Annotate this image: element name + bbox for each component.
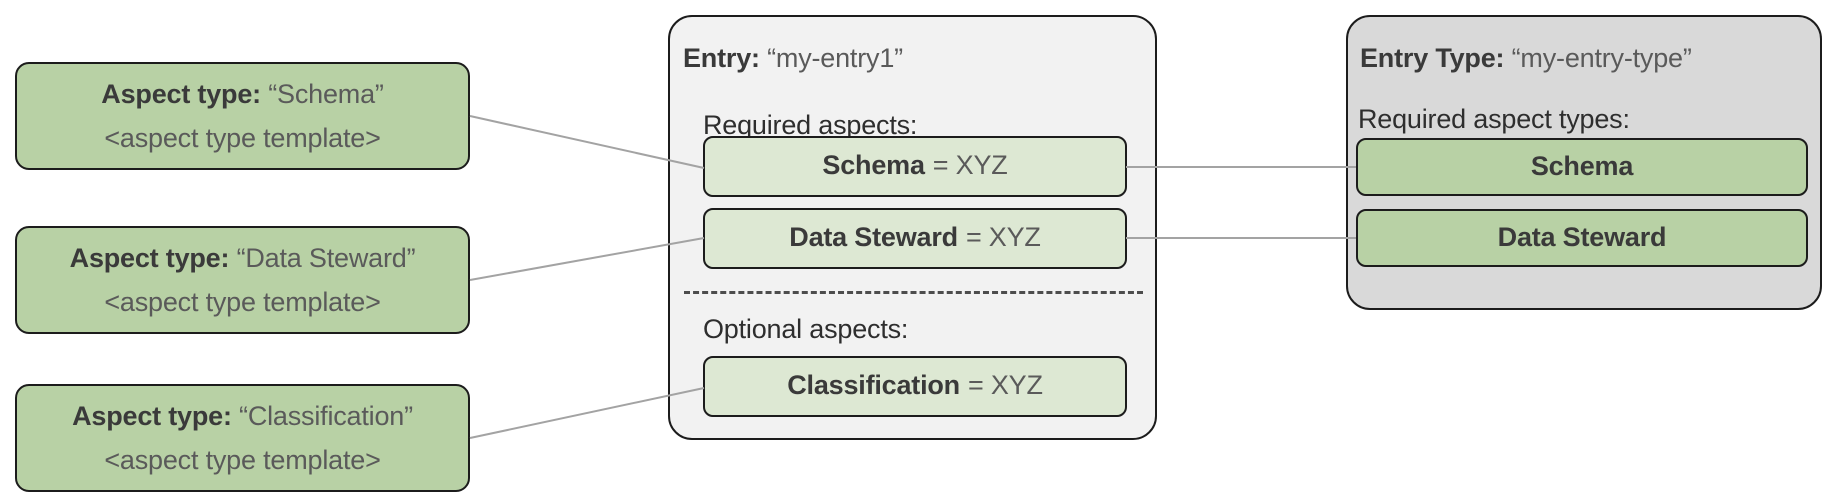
aspect-name: Classification [787, 370, 960, 400]
aspect-name: Data Steward [789, 222, 958, 252]
aspect-type-template: <aspect type template> [104, 286, 381, 317]
aspect-type-name: “Data Steward” [236, 242, 416, 273]
entry-aspect-data-steward: Data Steward= XYZ [703, 208, 1127, 269]
required-aspects-heading: Required aspects: [703, 110, 918, 140]
optional-aspects-heading: Optional aspects: [703, 314, 909, 344]
entry-type-label: Entry Type: [1360, 43, 1505, 73]
aspect-value: = XYZ [967, 370, 1043, 400]
aspect-type-name: Schema [1530, 151, 1634, 181]
aspect-value: = XYZ [932, 150, 1008, 180]
aspect-type-label: Aspect type: [72, 400, 232, 431]
entry-type-aspect-schema: Schema [1356, 138, 1808, 196]
required-optional-divider [684, 291, 1143, 294]
aspect-type-title: Aspect type: “Data Steward” [69, 242, 416, 273]
required-aspect-types-heading: Required aspect types: [1358, 104, 1630, 134]
entry-type-title: Entry Type: “my-entry-type” [1360, 41, 1692, 75]
aspect-type-label: Aspect type: [69, 242, 230, 273]
entry-container: Entry: “my-entry1” Required aspects: Sch… [668, 15, 1157, 440]
aspect-type-template: <aspect type template> [104, 122, 381, 153]
aspect-type-name: Data Steward [1497, 222, 1667, 252]
entry-title: Entry: “my-entry1” [683, 41, 903, 75]
entry-aspect-schema: Schema= XYZ [703, 136, 1127, 197]
entry-type-aspect-data-steward: Data Steward [1356, 209, 1808, 267]
entry-name: “my-entry1” [767, 43, 903, 73]
entry-type-name: “my-entry-type” [1511, 43, 1692, 73]
entry-type-container: Entry Type: “my-entry-type” Required asp… [1346, 15, 1822, 310]
aspect-type-box-data-steward: Aspect type: “Data Steward” <aspect type… [15, 226, 470, 334]
aspect-type-title: Aspect type: “Schema” [101, 78, 384, 109]
entry-label: Entry: [683, 43, 760, 73]
aspect-type-template: <aspect type template> [104, 444, 381, 475]
entry-aspect-classification: Classification= XYZ [703, 356, 1127, 417]
aspect-type-label: Aspect type: [101, 78, 261, 109]
aspect-value: = XYZ [965, 222, 1041, 252]
aspect-name: Schema [822, 150, 925, 180]
aspect-type-box-schema: Aspect type: “Schema” <aspect type templ… [15, 62, 470, 170]
aspect-type-name: “Classification” [239, 400, 413, 431]
aspect-type-box-classification: Aspect type: “Classification” <aspect ty… [15, 384, 470, 492]
aspect-type-name: “Schema” [268, 78, 384, 109]
aspect-type-title: Aspect type: “Classification” [72, 400, 413, 431]
